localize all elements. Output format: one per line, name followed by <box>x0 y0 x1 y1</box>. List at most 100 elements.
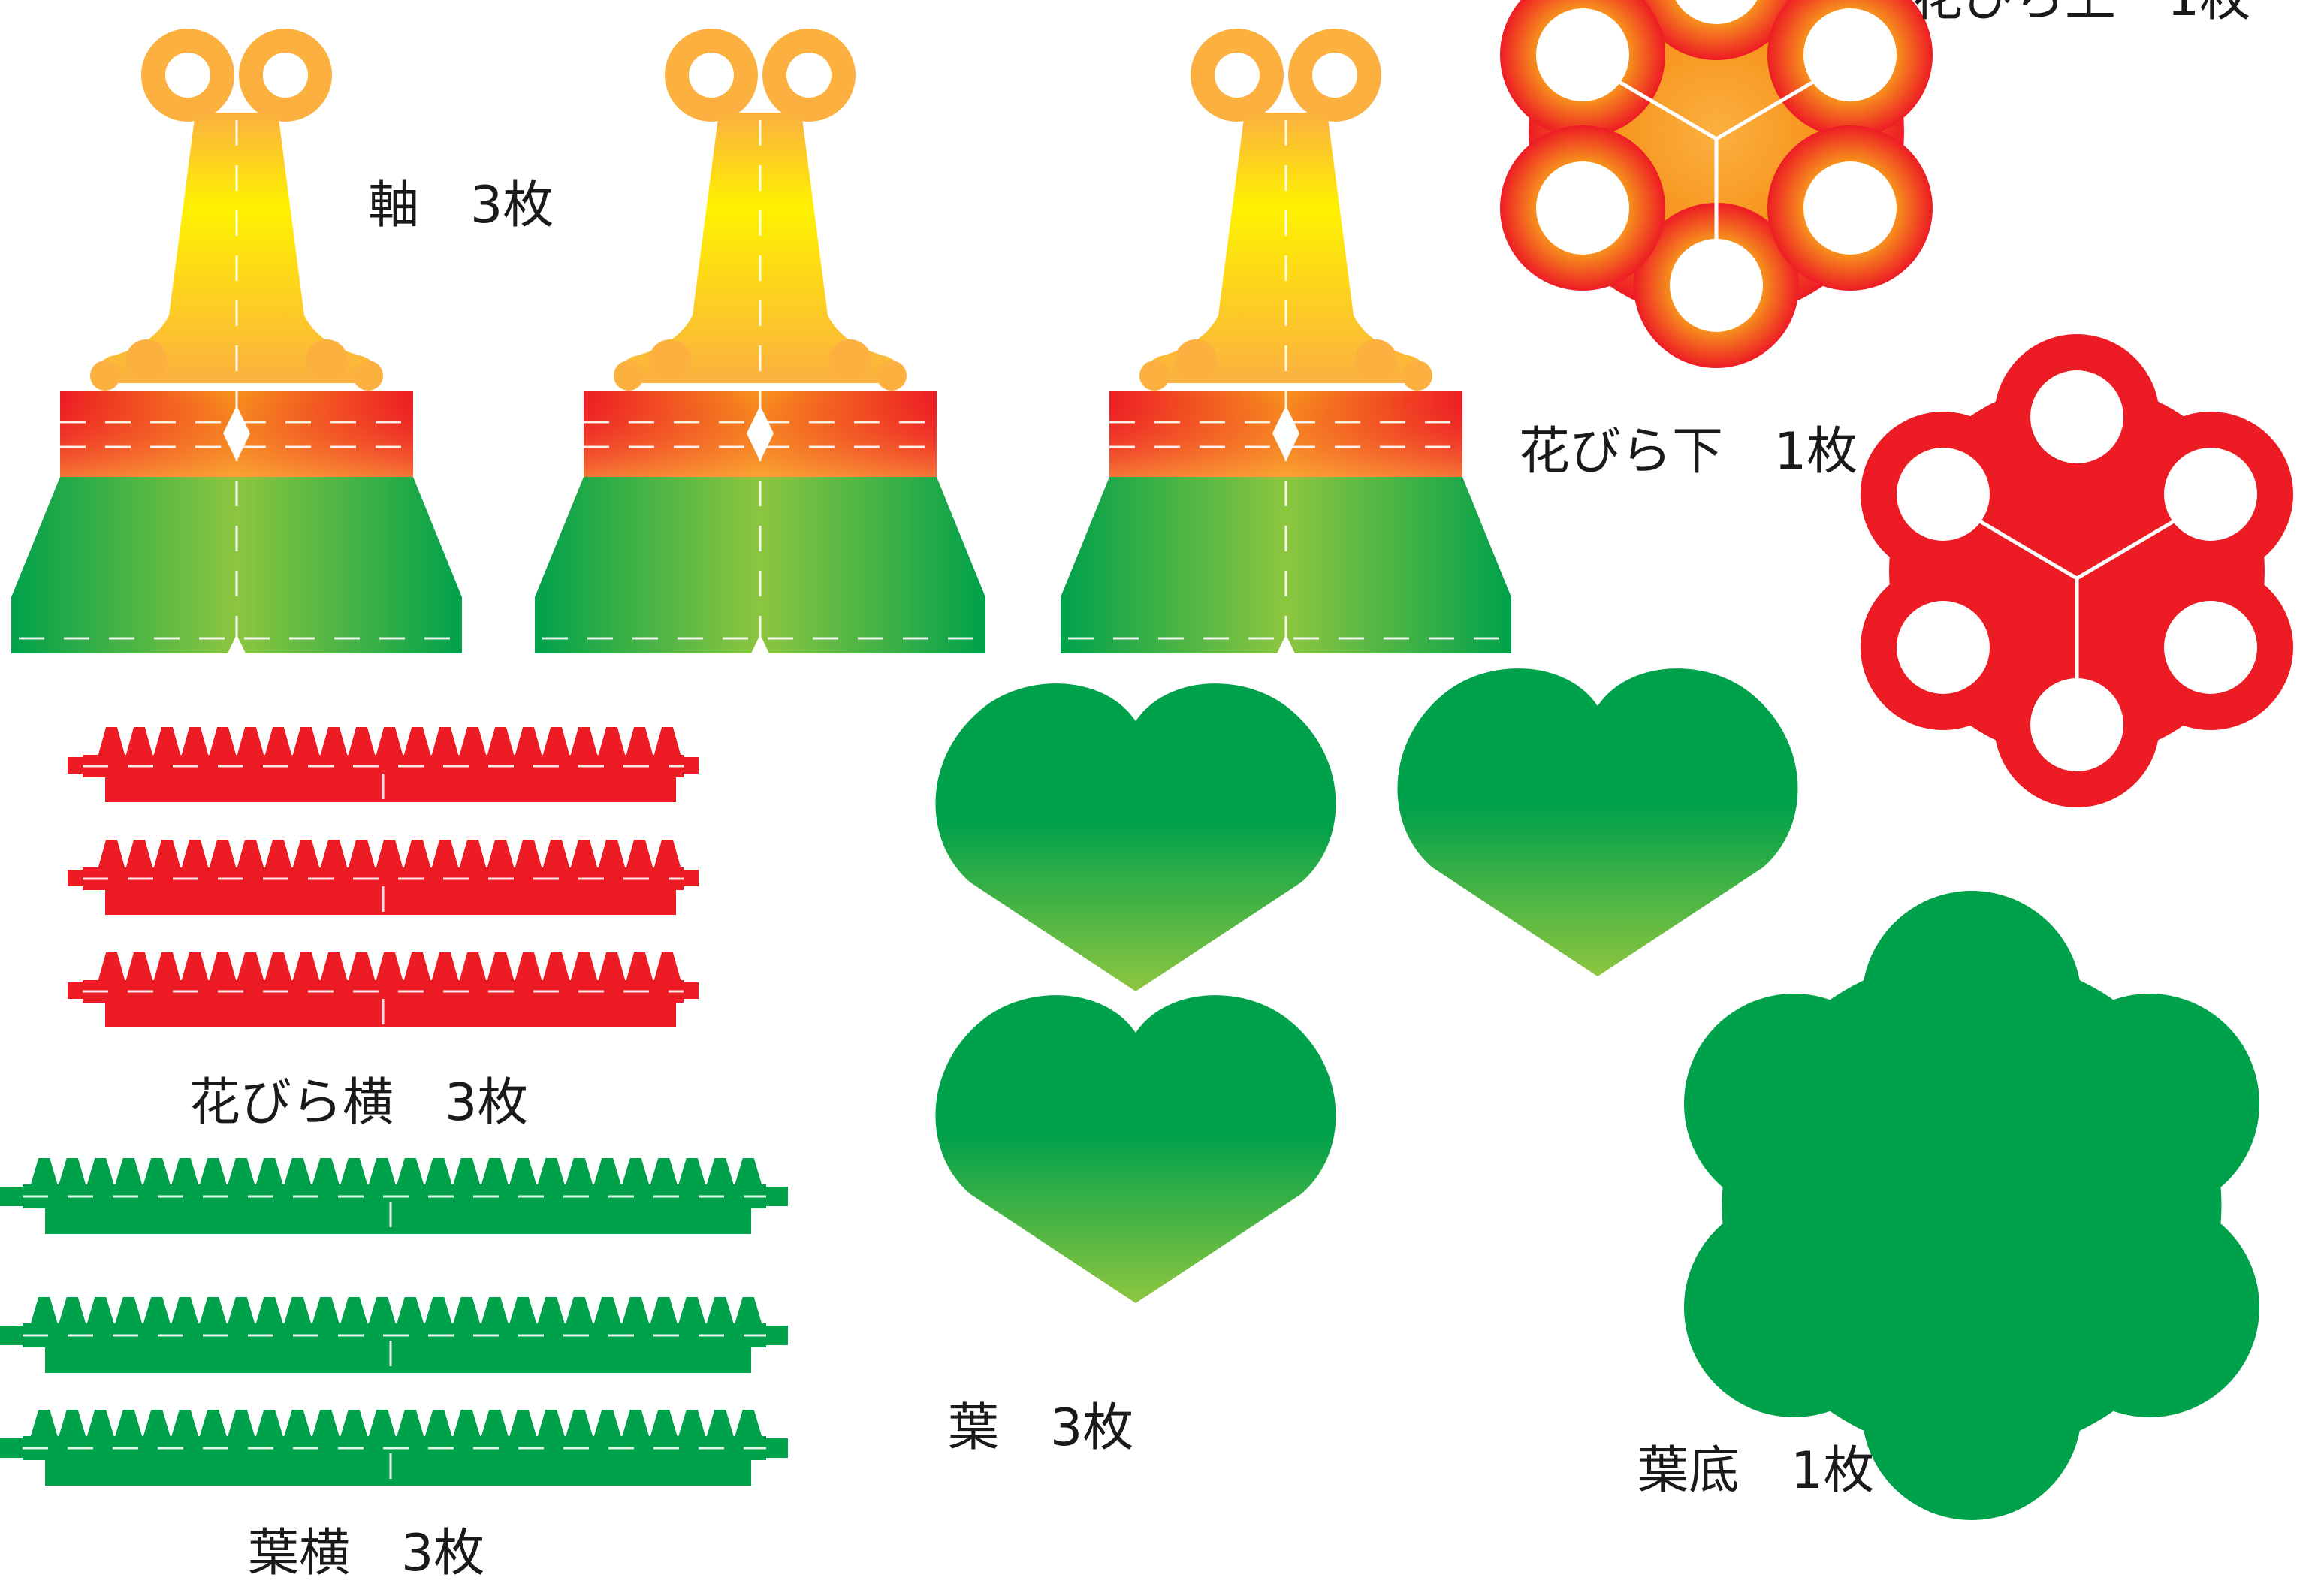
strip-tooth <box>312 1297 340 1326</box>
strip-tooth <box>348 952 376 982</box>
strip-tooth <box>570 952 598 982</box>
strip-tooth <box>171 1158 199 1187</box>
strip-tooth <box>376 952 403 982</box>
strip-tooth <box>403 727 431 757</box>
strip-tooth <box>264 727 292 757</box>
strip-tooth <box>30 1158 59 1187</box>
strip-tooth <box>292 952 320 982</box>
strip-tooth <box>598 952 626 982</box>
strip-tooth <box>199 1410 228 1438</box>
strip-tooth <box>312 1158 340 1187</box>
strip-tooth <box>621 1158 650 1187</box>
strip-tooth <box>340 1297 368 1326</box>
strip-tooth <box>209 727 237 757</box>
strip-tooth <box>650 1297 678 1326</box>
label-petal-top: 花びら上 1枚 <box>1912 0 2250 24</box>
strip-tooth <box>264 952 292 982</box>
petal-bottom-piece <box>1861 334 2293 807</box>
label-petal-bottom: 花びら下 1枚 <box>1519 422 1858 481</box>
strip-tooth <box>292 727 320 757</box>
strip-tooth <box>452 1158 481 1187</box>
label-petal-side: 花びら横 3枚 <box>189 1073 529 1133</box>
strip-tooth <box>98 727 125 757</box>
strip-tooth <box>320 840 348 870</box>
strip-tooth <box>348 727 376 757</box>
strip-tooth <box>209 952 237 982</box>
strip-tooth <box>368 1410 397 1438</box>
petal-strip-teeth <box>98 727 681 982</box>
strip-tooth <box>376 840 403 870</box>
strip-tooth <box>593 1410 622 1438</box>
strip-tooth <box>283 1297 312 1326</box>
strip-tooth <box>626 840 653 870</box>
strip-tooth <box>227 1158 255 1187</box>
strip-tooth <box>570 727 598 757</box>
strip-tooth <box>487 952 515 982</box>
strip-tooth <box>481 1410 509 1438</box>
strip-tooth <box>58 1158 86 1187</box>
strip-tooth <box>678 1158 706 1187</box>
strip-tooth <box>515 840 542 870</box>
strip-tooth <box>653 840 681 870</box>
strip-tooth <box>153 952 181 982</box>
leaf-base-piece <box>1683 891 2260 1520</box>
strip-tooth <box>368 1158 397 1187</box>
strip-tooth <box>125 727 153 757</box>
strip-tooth <box>509 1410 537 1438</box>
leaf-piece-3 <box>935 995 1336 1303</box>
label-leaf-base: 葉底 1枚 <box>1637 1441 1875 1501</box>
strip-tooth <box>537 1297 566 1326</box>
strip-tooth <box>181 952 209 982</box>
strip-tooth <box>593 1158 622 1187</box>
strip-tooth <box>459 727 487 757</box>
strip-tooth <box>30 1297 59 1326</box>
strip-tooth <box>199 1158 228 1187</box>
strip-tooth <box>86 1158 115 1187</box>
strip-tooth <box>678 1297 706 1326</box>
strip-tooth <box>171 1410 199 1438</box>
strip-tooth <box>424 1410 453 1438</box>
strip-tooth <box>340 1410 368 1438</box>
strip-tooth <box>459 840 487 870</box>
strip-tooth <box>431 727 459 757</box>
label-leaf-side: 葉横 3枚 <box>248 1524 485 1583</box>
strip-tooth <box>706 1410 735 1438</box>
strip-tooth <box>199 1297 228 1326</box>
strip-tooth <box>706 1158 735 1187</box>
strip-tooth <box>58 1297 86 1326</box>
strip-tooth <box>565 1410 593 1438</box>
strip-tooth <box>424 1158 453 1187</box>
strip-tooth <box>320 727 348 757</box>
strip-tooth <box>114 1410 143 1438</box>
strip-tooth <box>86 1410 115 1438</box>
strip-tooth <box>653 952 681 982</box>
strip-tooth <box>621 1410 650 1438</box>
shaft-piece-2 <box>533 27 987 655</box>
strip-tooth <box>227 1297 255 1326</box>
strip-tooth <box>565 1297 593 1326</box>
strip-tooth <box>734 1158 762 1187</box>
strip-tooth <box>542 727 570 757</box>
strip-tooth <box>171 1297 199 1326</box>
strip-tooth <box>396 1297 424 1326</box>
strip-tooth <box>264 840 292 870</box>
strip-tooth <box>86 1297 115 1326</box>
strip-tooth <box>227 1410 255 1438</box>
strip-tooth <box>368 1297 397 1326</box>
strip-tooth <box>593 1297 622 1326</box>
strip-tooth <box>509 1297 537 1326</box>
strip-tooth <box>459 952 487 982</box>
strip-tooth <box>481 1158 509 1187</box>
strip-tooth <box>706 1297 735 1326</box>
strip-tooth <box>537 1410 566 1438</box>
strip-tooth <box>348 840 376 870</box>
petal-top-piece <box>1500 0 1933 368</box>
strip-tooth <box>653 727 681 757</box>
strip-tooth <box>283 1410 312 1438</box>
strip-tooth <box>143 1158 171 1187</box>
strip-tooth <box>98 952 125 982</box>
strip-tooth <box>98 840 125 870</box>
strip-tooth <box>292 840 320 870</box>
strip-tooth <box>237 840 264 870</box>
